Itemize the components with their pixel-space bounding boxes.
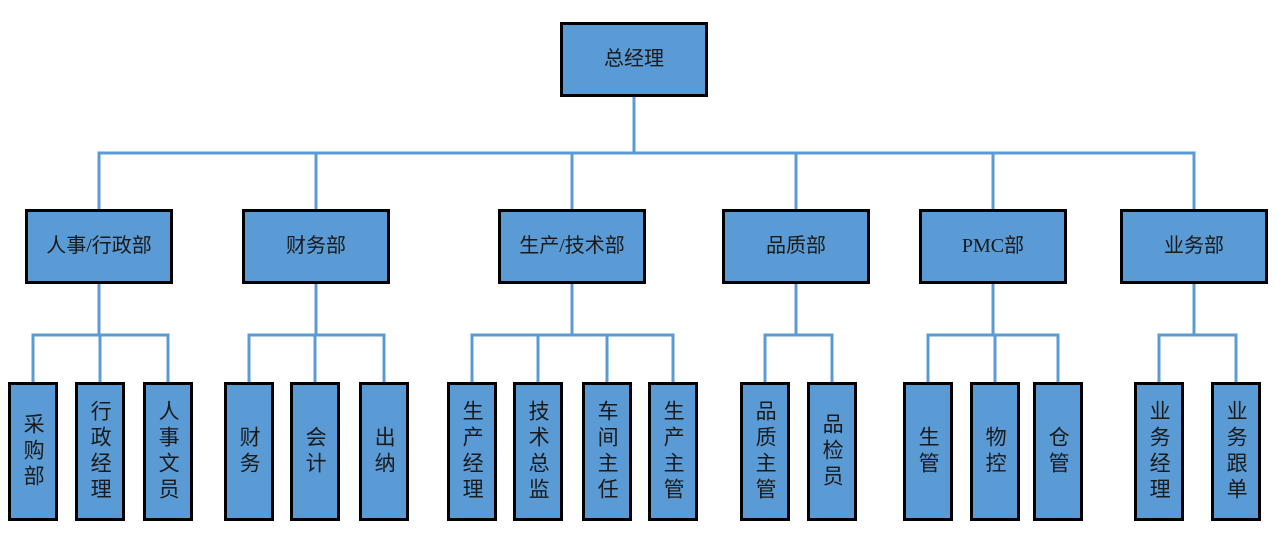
org-node-quality-inspector: 品检员 [807,382,857,521]
org-node-label: 物控 [983,425,1008,478]
org-node-label: 财务部 [286,235,346,257]
org-node-label: 品质主管 [753,399,778,504]
org-node-label: 生产经理 [460,399,485,504]
org-node-material-control: 物控 [970,382,1020,521]
org-node-production-control: 生管 [903,382,953,521]
org-node-production-manager: 生产经理 [447,382,497,521]
org-node-label: 人事文员 [156,399,181,504]
org-node-label: 行政经理 [88,399,113,504]
org-node-label: PMC部 [961,235,1025,257]
org-node-quality-supervisor: 品质主管 [740,382,790,521]
org-node-label: 财务 [237,425,262,478]
org-node-warehouse-control: 仓管 [1033,382,1083,521]
org-node-label: 品质部 [766,235,826,257]
org-node-general-manager: 总经理 [560,22,708,97]
org-node-label: 人事/行政部 [46,235,152,257]
org-node-technical-director: 技术总监 [513,382,563,521]
org-node-production-tech-dept: 生产/技术部 [498,209,646,284]
org-node-label: 生产/技术部 [519,235,625,257]
org-node-production-supervisor: 生产主管 [648,382,698,521]
org-node-business-dept: 业务部 [1120,209,1268,284]
org-node-accounting: 会计 [290,382,340,521]
org-node-label: 会计 [303,425,328,478]
connector-path [31,97,1238,383]
org-node-finance-dept: 财务部 [242,209,390,284]
org-node-label: 业务经理 [1147,399,1172,504]
org-node-label: 业务跟单 [1224,399,1249,504]
org-node-label: 总经理 [604,48,664,70]
org-node-business-merchandiser: 业务跟单 [1211,382,1261,521]
org-node-hr-clerk: 人事文员 [143,382,193,521]
org-node-label: 技术总监 [526,399,551,504]
org-node-cashier: 出纳 [359,382,409,521]
org-node-label: 车间主任 [595,399,620,504]
org-node-finance: 财务 [224,382,274,521]
org-node-admin-manager: 行政经理 [75,382,125,521]
org-node-label: 采购部 [21,412,46,491]
org-node-purchasing-dept: 采购部 [8,382,58,521]
org-node-label: 生管 [916,425,941,478]
org-node-pmc-dept: PMC部 [919,209,1067,284]
org-node-workshop-supervisor: 车间主任 [582,382,632,521]
org-node-label: 出纳 [372,425,397,478]
org-node-business-manager: 业务经理 [1134,382,1184,521]
org-node-quality-dept: 品质部 [722,209,870,284]
org-node-label: 仓管 [1046,425,1071,478]
org-node-label: 生产主管 [661,399,686,504]
org-node-label: 业务部 [1164,235,1224,257]
org-node-label: 品检员 [820,412,845,491]
org-node-hr-admin-dept: 人事/行政部 [25,209,173,284]
